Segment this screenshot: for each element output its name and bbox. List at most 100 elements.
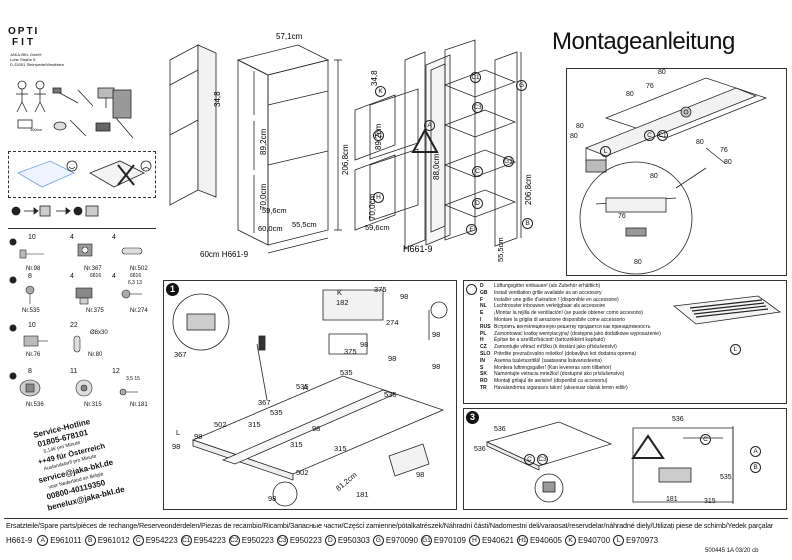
step1-label-181: 181 xyxy=(356,490,369,499)
step1-label-375b: 375 xyxy=(344,347,357,356)
hardware-qty-535: 8 xyxy=(28,273,32,280)
screw-535-icon xyxy=(25,285,35,304)
brand-line1: OPTI xyxy=(8,26,40,37)
step1-label-98a: 98 xyxy=(400,292,409,301)
panel-letter-C: C xyxy=(472,160,483,178)
panel-letter-H1: H1 xyxy=(373,130,384,141)
step1-label-535d: 535 xyxy=(270,408,283,417)
sequence-arrows xyxy=(11,205,99,217)
step1-letter-L: L xyxy=(176,428,181,437)
dim-top-depth: 57,1cm xyxy=(276,32,303,41)
footer-model: H661-9 xyxy=(6,536,33,545)
step1-label-315a: 315 xyxy=(248,420,261,429)
panel-letter-C1: C1 xyxy=(470,72,481,83)
hinge-315-icon xyxy=(75,379,93,397)
panel-letter-D: D xyxy=(472,192,483,210)
exp-dim-total: 206,8cm xyxy=(524,174,533,205)
panel-letter-E: E xyxy=(466,218,477,236)
hardware-qty-80: 22 xyxy=(70,322,78,329)
hardware-code-274: 6816 xyxy=(130,273,142,279)
detail-letter-C: C xyxy=(644,124,655,142)
hardware-ref-80: Nr.80 xyxy=(88,352,103,358)
company-line-2: Lohe Straße 5 xyxy=(10,57,36,62)
hardware-qty-502: 4 xyxy=(112,234,116,241)
step1-label-98b: 98 xyxy=(360,340,369,349)
hardware-ref-315: Nr.315 xyxy=(84,402,102,408)
panel-letter-G1: G1 xyxy=(503,156,514,167)
hardware-qty-274: 4 xyxy=(112,273,116,280)
brand-line2: FIT xyxy=(12,37,36,48)
step-3-panel xyxy=(463,408,787,510)
detail-dim-8: 80 xyxy=(724,159,732,166)
tools-illustration: 100cm xyxy=(16,80,134,139)
detail-panel-top-right xyxy=(566,68,787,276)
dim-lower: 70,0cm xyxy=(259,183,268,210)
step1-label-98c: 98 xyxy=(388,354,397,363)
step-1-drawing xyxy=(172,289,448,507)
dowel-80-icon xyxy=(73,335,81,353)
panel-letter-B: B xyxy=(522,212,533,230)
dim-width: 60,0cm xyxy=(258,224,283,233)
hardware-size-181: 3,5 15 xyxy=(126,376,140,382)
dim-total-height: 206,8cm xyxy=(341,144,350,175)
detail-top-right-drawing: 80 76 80 80 80 80 76 80 80 76 80 xyxy=(570,69,768,275)
brand-logo: OPTI FIT xyxy=(8,26,44,52)
step-2-panel xyxy=(463,280,787,404)
step1-label-315c: 315 xyxy=(334,444,347,453)
step1-label-367a: 367 xyxy=(174,350,187,359)
doc-number: 500445 1A 03/20 cb xyxy=(705,548,759,554)
step3-label-315: 315 xyxy=(704,498,716,505)
step1-label-98e: 98 xyxy=(194,432,203,441)
hardware-size-80: Ø8x30 xyxy=(90,330,108,336)
detail-dim-13: 80 xyxy=(634,259,642,266)
exp-dim-width: 59,6cm xyxy=(365,223,390,232)
hardware-list-panel xyxy=(8,228,156,418)
panel-letter-C3: C3 xyxy=(472,102,483,113)
detail-dim-6: 80 xyxy=(696,139,704,146)
step1-label-98j: 98 xyxy=(416,470,425,479)
hardware-ref-375: Nr.375 xyxy=(86,308,104,314)
hardware-ref-367: Nr.367 xyxy=(84,266,102,272)
step1-label-315b: 315 xyxy=(290,440,303,449)
hardware-ref-502: Nr.502 xyxy=(130,266,148,272)
dowel-502-icon xyxy=(121,247,143,255)
svg-text:100cm: 100cm xyxy=(30,127,43,132)
hardware-ref-535: Nr.535 xyxy=(22,308,40,314)
panel-letter-G: G xyxy=(516,74,527,92)
step3-letter-C: C xyxy=(524,448,535,466)
exp-dim-depth: 55,5cm xyxy=(496,237,505,262)
step-3-drawing xyxy=(485,421,734,504)
step1-label-98g: 98 xyxy=(312,424,321,433)
detail-dim-2: 76 xyxy=(646,83,654,90)
hardware-qty-98: 10 xyxy=(28,234,36,241)
step-1-panel xyxy=(163,280,457,510)
do-dont-illustration xyxy=(17,160,152,188)
dim-depth: 55,5cm xyxy=(292,220,317,229)
detail-dim-1: 80 xyxy=(658,69,666,76)
footer-divider xyxy=(4,518,788,519)
exploded-view-drawing: 34,8 89,2cm 70,0cm 59,6cm 88,0cm 206,8cm… xyxy=(354,39,533,262)
panel-letter-H: H xyxy=(373,186,384,204)
step3-label-181: 181 xyxy=(666,496,678,503)
dim-middle: 89,2cm xyxy=(259,128,268,155)
hardware-qty-536: 8 xyxy=(28,368,32,375)
